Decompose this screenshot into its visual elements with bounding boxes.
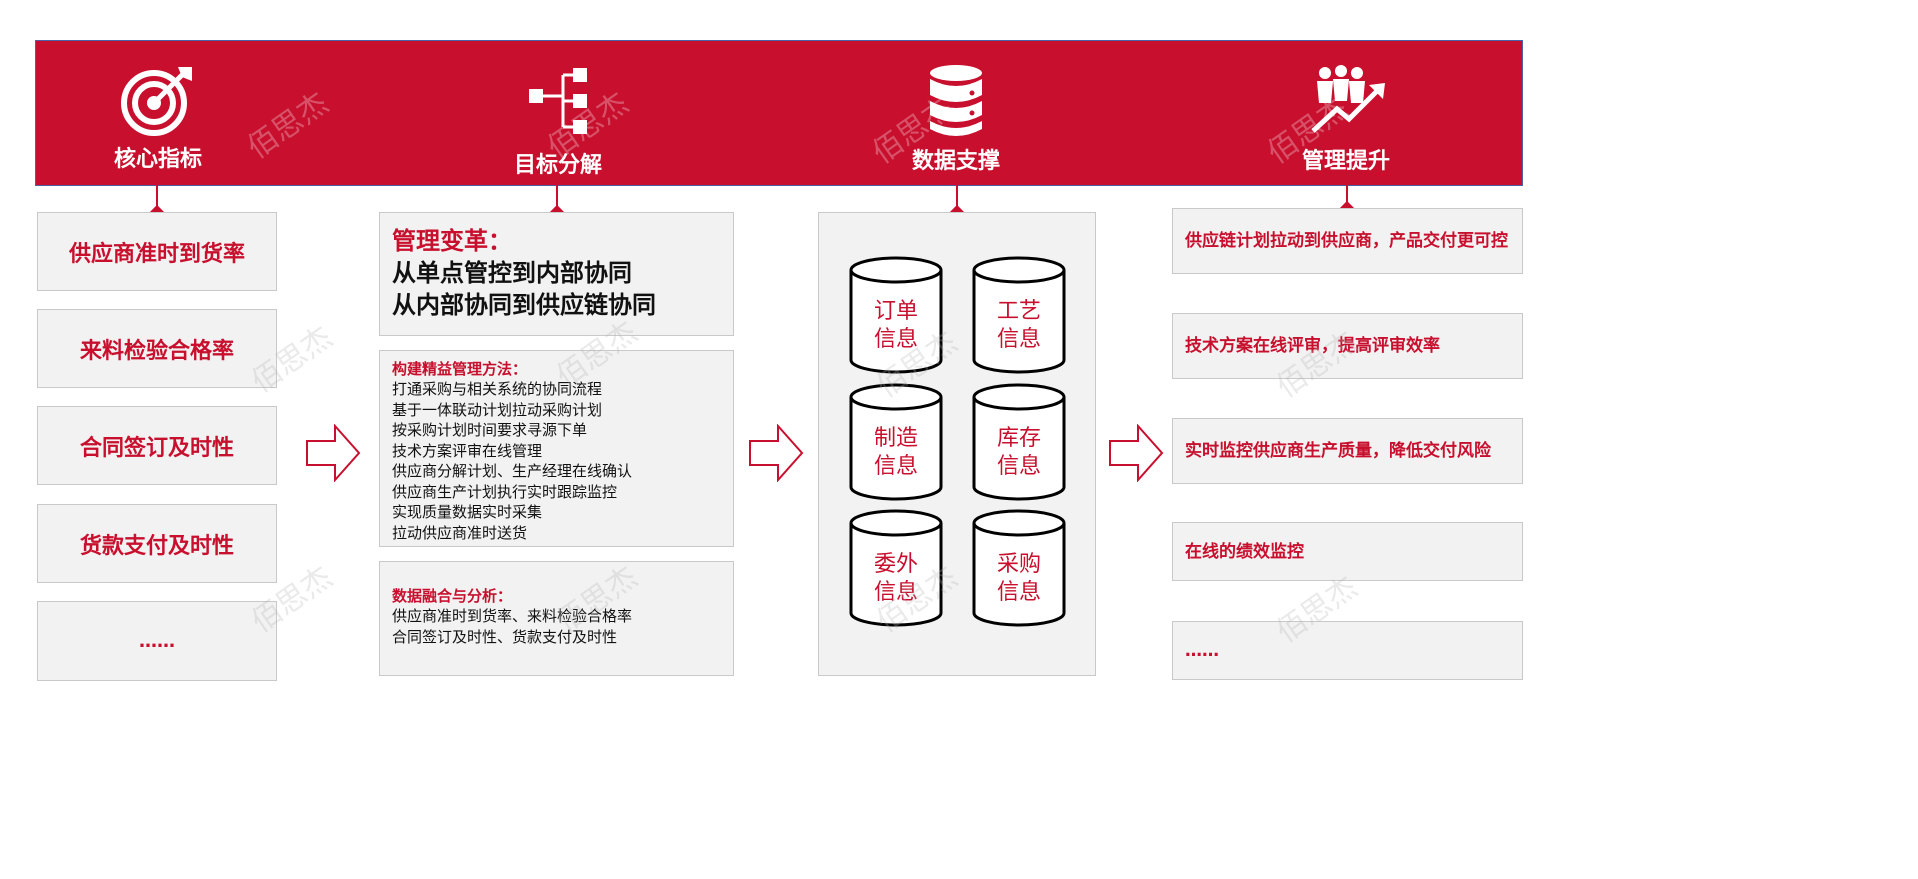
method-item: 打通采购与相关系统的协同流程 [392, 380, 603, 398]
header-title: 核心指标 [113, 147, 202, 172]
connector-line [556, 176, 558, 212]
method-item: 技术方案评审在线管理 [392, 441, 543, 460]
cylinder-label: 制造信息 [873, 426, 918, 479]
method-item: 供应商生产计划执行实时跟踪监控 [392, 482, 618, 501]
header-banner: 核心指标 目标分解 数据支撑 [35, 40, 1523, 186]
cylinder-label: 库存信息 [996, 426, 1041, 479]
right-arrow-icon [1109, 424, 1164, 482]
connector-line [1346, 176, 1348, 208]
cylinder-label: 订单信息 [873, 299, 918, 352]
method-item: 按采购计划时间要求寻源下单 [392, 421, 588, 439]
hierarchy-icon [529, 68, 587, 134]
methods-title: 构建精益管理方法： [392, 360, 528, 378]
header-title: 数据支撑 [911, 149, 1000, 174]
database-cylinder-inventory: 库存信息 [972, 383, 1066, 501]
kpi-box: 合同签订及时性 [37, 406, 277, 485]
reform-label: 管理变革： [392, 227, 512, 255]
improvement-box: …… [1172, 621, 1523, 680]
method-item: 供应商分解计划、生产经理在线确认 [392, 462, 633, 480]
kpi-box: 货款支付及时性 [37, 504, 277, 583]
header-goal-breakdown: 目标分解 [448, 41, 668, 187]
header-core-metrics: 核心指标 [48, 41, 268, 187]
method-item: 实现质量数据实时采集 [392, 503, 543, 521]
analysis-box: 数据融合与分析： 供应商准时到货率、来料检验合格率 合同签订及时性、货款支付及时… [379, 561, 734, 676]
reform-line: 从内部协同到供应链协同 [392, 291, 656, 319]
kpi-box: …… [37, 601, 277, 681]
database-cylinder-outsourcing: 委外信息 [849, 509, 943, 627]
improvement-box: 实时监控供应商生产质量，降低交付风险 [1172, 418, 1523, 484]
method-item: 基于一体联动计划拉动采购计划 [392, 400, 603, 419]
target-icon [121, 67, 192, 136]
reform-box: 管理变革： 从单点管控到内部协同 从内部协同到供应链协同 [379, 212, 734, 336]
improvement-box: 供应链计划拉动到供应商，产品交付更可控 [1172, 208, 1523, 274]
analysis-title: 数据融合与分析： [392, 587, 513, 605]
methods-box: 构建精益管理方法： 打通采购与相关系统的协同流程 基于一体联动计划拉动采购计划 … [379, 350, 734, 547]
database-icon [930, 65, 982, 136]
reform-line: 从单点管控到内部协同 [392, 259, 632, 287]
cylinder-label: 委外信息 [873, 552, 918, 605]
kpi-box: 供应商准时到货率 [37, 212, 277, 291]
analysis-item: 合同签订及时性、货款支付及时性 [392, 627, 618, 646]
header-management-improvement: 管理提升 [1236, 41, 1456, 187]
method-item: 拉动供应商准时送货 [392, 523, 528, 542]
database-cylinder-manufacturing: 制造信息 [849, 383, 943, 501]
database-cylinder-purchasing: 采购信息 [972, 509, 1066, 627]
team-growth-icon [1311, 65, 1385, 133]
database-cylinder-process: 工艺信息 [972, 256, 1066, 374]
connector-line [956, 176, 958, 212]
analysis-item: 供应商准时到货率、来料检验合格率 [392, 607, 633, 625]
header-title: 管理提升 [1301, 149, 1390, 174]
header-data-support: 数据支撑 [846, 41, 1066, 187]
right-arrow-icon [749, 424, 804, 482]
cylinder-label: 工艺信息 [996, 299, 1041, 352]
improvement-box: 技术方案在线评审，提高评审效率 [1172, 313, 1523, 379]
cylinder-label: 采购信息 [996, 552, 1041, 605]
connector-line [156, 176, 158, 212]
improvement-box: 在线的绩效监控 [1172, 522, 1523, 581]
kpi-box: 来料检验合格率 [37, 309, 277, 388]
right-arrow-icon [306, 424, 361, 482]
header-title: 目标分解 [513, 153, 602, 178]
database-cylinder-order: 订单信息 [849, 256, 943, 374]
